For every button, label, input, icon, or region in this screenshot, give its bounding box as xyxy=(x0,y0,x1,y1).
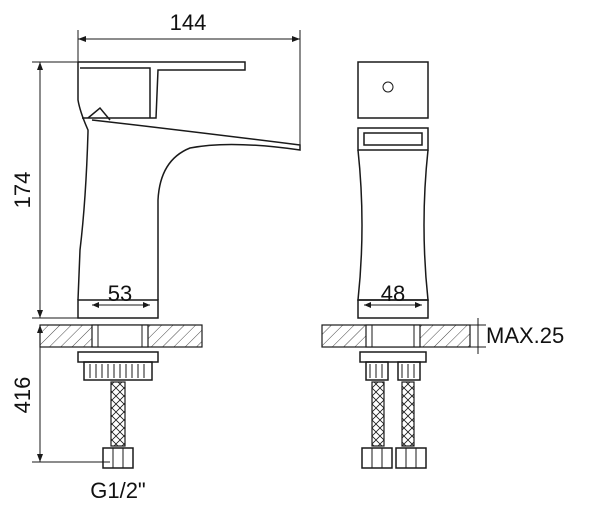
thread-spec-label: G1/2" xyxy=(90,478,146,503)
dimension-width-top-label: 144 xyxy=(170,10,207,35)
dimension-width-top: 144 xyxy=(77,10,301,145)
dimension-hose-length-label: 416 xyxy=(10,377,35,414)
faucet-front-view: 48 MAX.25 xyxy=(321,61,564,469)
faucet-side-view: 53 xyxy=(39,61,301,469)
dimension-base-right-label: 48 xyxy=(381,281,405,306)
dimension-base-left-label: 53 xyxy=(108,281,132,306)
dimension-hose-length: 416 xyxy=(10,325,110,463)
dimension-height-body: 174 xyxy=(10,61,78,319)
dimension-height-body-label: 174 xyxy=(10,172,35,209)
dimension-thickness-label: MAX.25 xyxy=(486,323,564,348)
